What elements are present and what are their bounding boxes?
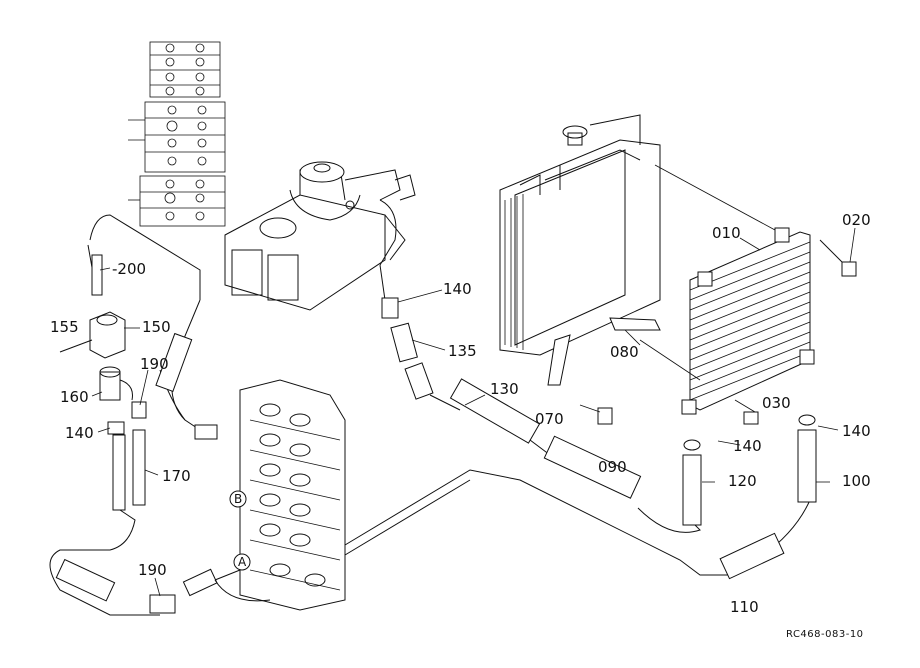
callout-150: 150 <box>142 318 171 336</box>
callout-140-right: 140 <box>842 422 871 440</box>
callout-070: 070 <box>535 410 564 428</box>
callout-190-top: 190 <box>140 355 169 373</box>
marker-b: B <box>229 490 247 508</box>
callout-135: 135 <box>448 342 477 360</box>
callout-200: -200 <box>112 260 146 278</box>
valve-schematic <box>128 41 226 227</box>
callout-170: 170 <box>162 467 191 485</box>
callout-100: 100 <box>842 472 871 490</box>
callout-labels: 010 020 030 070 080 090 100 110 120 130 … <box>50 211 871 616</box>
callout-110: 110 <box>730 598 759 616</box>
marker-a-label: A <box>238 555 247 569</box>
marker-a: A <box>233 553 251 571</box>
callout-140-mid: 140 <box>733 437 762 455</box>
callout-090: 090 <box>598 458 627 476</box>
callout-030: 030 <box>762 394 791 412</box>
oil-cooler <box>639 164 815 415</box>
reference-code: RC468-083-10 <box>786 629 864 640</box>
callout-020: 020 <box>842 211 871 229</box>
callout-140-left: 140 <box>65 424 94 442</box>
callout-160: 160 <box>60 388 89 406</box>
radiator <box>499 114 661 386</box>
callout-080: 080 <box>610 343 639 361</box>
hoses <box>49 214 857 616</box>
pump-assembly <box>224 161 416 311</box>
callout-190-bottom: 190 <box>138 561 167 579</box>
callout-130: 130 <box>490 380 519 398</box>
callout-140-top: 140 <box>443 280 472 298</box>
control-valve <box>239 379 346 611</box>
leader-lines <box>91 227 856 597</box>
callout-010: 010 <box>712 224 741 242</box>
callout-120: 120 <box>728 472 757 490</box>
marker-b-label: B <box>234 492 242 506</box>
callout-155: 155 <box>50 318 79 336</box>
